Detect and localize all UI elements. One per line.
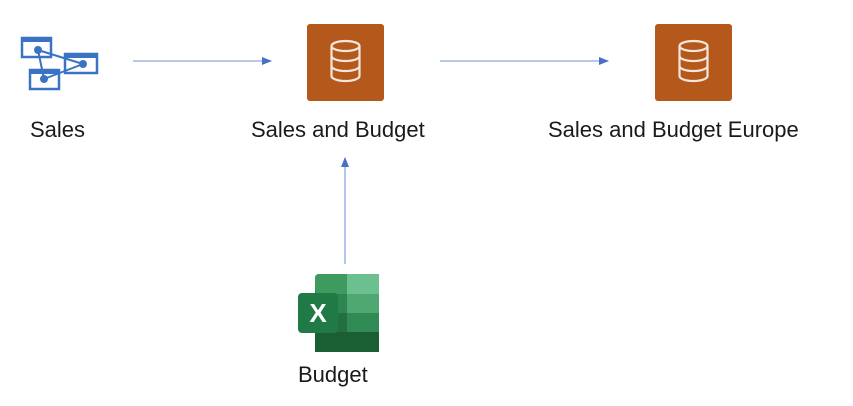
excel-icon: X — [298, 274, 379, 352]
dataflow-icon — [20, 36, 99, 91]
node-budget[interactable]: X — [297, 273, 381, 353]
node-sales-budget-europe[interactable] — [655, 24, 732, 101]
database-icon — [678, 39, 709, 83]
node-label-budget: Budget — [298, 362, 368, 387]
svg-text:X: X — [309, 298, 327, 328]
node-label-sales-budget: Sales and Budget — [251, 117, 425, 142]
node-label-sales-budget-europe: Sales and Budget Europe — [548, 117, 799, 142]
node-sales-budget[interactable] — [307, 24, 384, 101]
node-label-sales: Sales — [30, 117, 86, 142]
node-sales[interactable] — [20, 34, 102, 92]
database-icon — [330, 39, 361, 83]
